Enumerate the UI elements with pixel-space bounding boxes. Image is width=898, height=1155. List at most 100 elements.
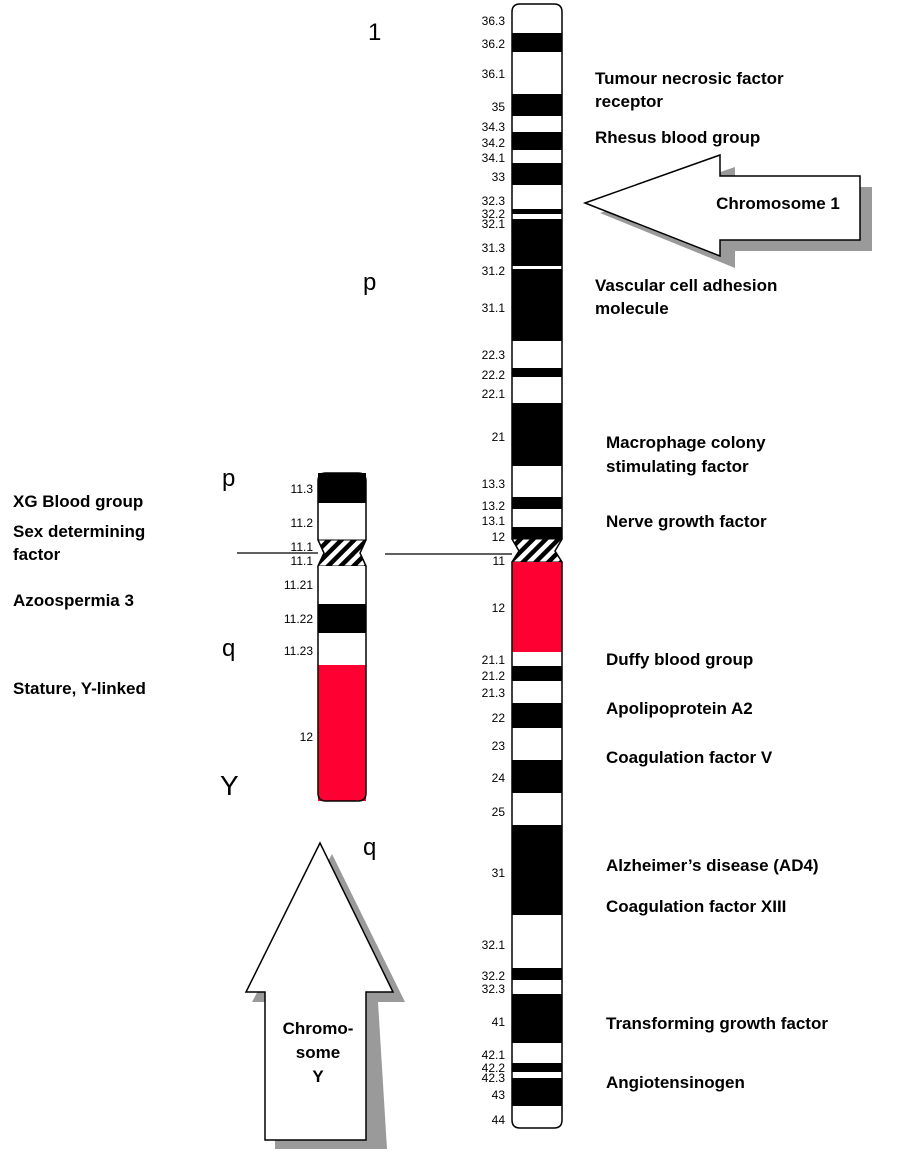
chromosome-1-outline bbox=[511, 3, 563, 1129]
band-chr1-32-2 bbox=[512, 968, 562, 980]
gene-label: Rhesus blood group bbox=[595, 128, 760, 147]
gene-label: Sex determining bbox=[13, 522, 145, 541]
band-label: 41 bbox=[492, 1015, 506, 1029]
chromosome-1-p-arm-label: p bbox=[363, 269, 376, 296]
band-label: 31.1 bbox=[482, 301, 506, 315]
band-label: 12 bbox=[300, 730, 314, 744]
band-label: 43 bbox=[492, 1088, 506, 1102]
band-chr1-36-2 bbox=[512, 33, 562, 52]
band-chry-11-21 bbox=[318, 566, 366, 604]
band-label: 12 bbox=[492, 601, 506, 615]
chromosome-y-p-arm-label: p bbox=[222, 465, 235, 492]
gene-label: Macrophage colony bbox=[606, 433, 766, 452]
band-label: 32.2 bbox=[482, 207, 506, 221]
band-label: 31.3 bbox=[482, 241, 506, 255]
band-chr1-32-1 bbox=[512, 214, 562, 219]
gene-label: Tumour necrosic factor bbox=[595, 69, 784, 88]
band-chr1-12-q bbox=[512, 562, 562, 652]
band-chr1-32-3 bbox=[512, 185, 562, 209]
band-chr1-31 bbox=[512, 825, 562, 915]
band-label: 11.23 bbox=[284, 644, 313, 658]
band-chr1-34-1 bbox=[512, 150, 562, 163]
band-chr1-44 bbox=[512, 1106, 562, 1128]
gene-label: Coagulation factor V bbox=[606, 748, 773, 767]
band-label: 44 bbox=[492, 1113, 506, 1127]
band-chr1-31-2 bbox=[512, 266, 562, 269]
chromosome-1: 36.3 36.2 36.1 35 34.3 34.2 34.1 33 32.3… bbox=[363, 3, 872, 1129]
band-label: 11.1 bbox=[291, 554, 314, 568]
band-chr1-35 bbox=[512, 94, 562, 116]
band-label: 22.3 bbox=[482, 348, 506, 362]
band-chry-11-23 bbox=[318, 633, 366, 665]
band-label: 13.1 bbox=[482, 514, 506, 528]
gene-label: Azoospermia 3 bbox=[13, 591, 134, 610]
band-chr1-12-p bbox=[512, 527, 562, 539]
chromosome-y-arrow-label-line: Chromo- bbox=[283, 1019, 354, 1038]
band-label: 22.1 bbox=[482, 387, 506, 401]
band-chr1-31-3 bbox=[512, 219, 562, 266]
band-label: 34.2 bbox=[482, 136, 506, 150]
gene-label: receptor bbox=[595, 92, 663, 111]
band-chr1-21 bbox=[512, 403, 562, 466]
band-label: 21.2 bbox=[482, 669, 506, 683]
gene-label: Vascular cell adhesion bbox=[595, 276, 777, 295]
band-label: 12 bbox=[492, 530, 506, 544]
gene-label: Duffy blood group bbox=[606, 650, 753, 669]
band-chr1-24 bbox=[512, 760, 562, 793]
chromosome-y-arrow: Chromo- some Y bbox=[244, 841, 405, 1149]
band-label: 36.3 bbox=[482, 14, 506, 28]
gene-label: Nerve growth factor bbox=[606, 512, 767, 531]
chromosome-y-arrow-label-line: some bbox=[296, 1043, 340, 1062]
band-chr1-34-2 bbox=[512, 132, 562, 150]
band-label: 34.1 bbox=[482, 151, 506, 165]
band-chr1-23 bbox=[512, 728, 562, 760]
band-label: 11.22 bbox=[284, 612, 313, 626]
band-label: 32.1 bbox=[482, 938, 506, 952]
band-label: 23 bbox=[492, 739, 506, 753]
band-chr1-22-q bbox=[512, 703, 562, 728]
band-chr1-22-1 bbox=[512, 377, 562, 403]
band-label: 11.2 bbox=[291, 516, 314, 530]
band-label: 11 bbox=[493, 554, 506, 568]
chromosome-1-gene-labels: Tumour necrosic factor receptor Rhesus b… bbox=[595, 69, 828, 1092]
band-label: 22 bbox=[492, 711, 506, 725]
band-chr1-13-1 bbox=[512, 509, 562, 527]
band-label: 21 bbox=[492, 430, 506, 444]
band-chry-11-2 bbox=[318, 503, 366, 540]
gene-label: Transforming growth factor bbox=[606, 1014, 828, 1033]
band-chr1-42-3 bbox=[512, 1072, 562, 1078]
band-label: 32.3 bbox=[482, 194, 506, 208]
band-label: 13.3 bbox=[482, 477, 506, 491]
gene-label: Angiotensinogen bbox=[606, 1073, 745, 1092]
band-label: 36.1 bbox=[482, 67, 506, 81]
band-chr1-21-3 bbox=[512, 681, 562, 703]
band-chr1-41 bbox=[512, 994, 562, 1043]
band-label: 11.3 bbox=[291, 482, 314, 496]
band-label: 42.1 bbox=[482, 1048, 506, 1062]
chromosome-1-arrow-label: Chromosome 1 bbox=[716, 194, 840, 213]
band-label: 13.2 bbox=[482, 499, 506, 513]
band-chr1-25 bbox=[512, 793, 562, 825]
band-label: 24 bbox=[492, 771, 506, 785]
band-label: 34.3 bbox=[482, 120, 506, 134]
gene-label: Alzheimer’s disease (AD4) bbox=[606, 856, 819, 875]
chromosome-y-bands bbox=[317, 473, 367, 801]
band-chry-11-22 bbox=[318, 604, 366, 633]
chromosome-1-q-arm-label: q bbox=[363, 834, 376, 861]
chromosome-y-gene-labels: XG Blood group Sex determining factor Az… bbox=[13, 492, 146, 698]
band-label: 21.3 bbox=[482, 686, 506, 700]
band-chr1-42-2 bbox=[512, 1063, 562, 1072]
centromere-chry bbox=[317, 539, 367, 567]
band-label: 11.1 bbox=[291, 540, 314, 554]
band-label: 11.21 bbox=[284, 578, 313, 592]
gene-label: Coagulation factor XIII bbox=[606, 897, 786, 916]
band-chr1-42-1 bbox=[512, 1043, 562, 1063]
arrow-up-shape bbox=[244, 841, 395, 1141]
chromosome-1-band-labels: 36.3 36.2 36.1 35 34.3 34.2 34.1 33 32.3… bbox=[482, 14, 506, 1127]
band-chr1-22-2 bbox=[512, 368, 562, 377]
band-label: 36.2 bbox=[482, 37, 506, 51]
chromosome-1-number: 1 bbox=[368, 19, 381, 46]
chromosome-y-outline bbox=[317, 472, 367, 802]
band-chr1-32-1 bbox=[512, 915, 562, 968]
